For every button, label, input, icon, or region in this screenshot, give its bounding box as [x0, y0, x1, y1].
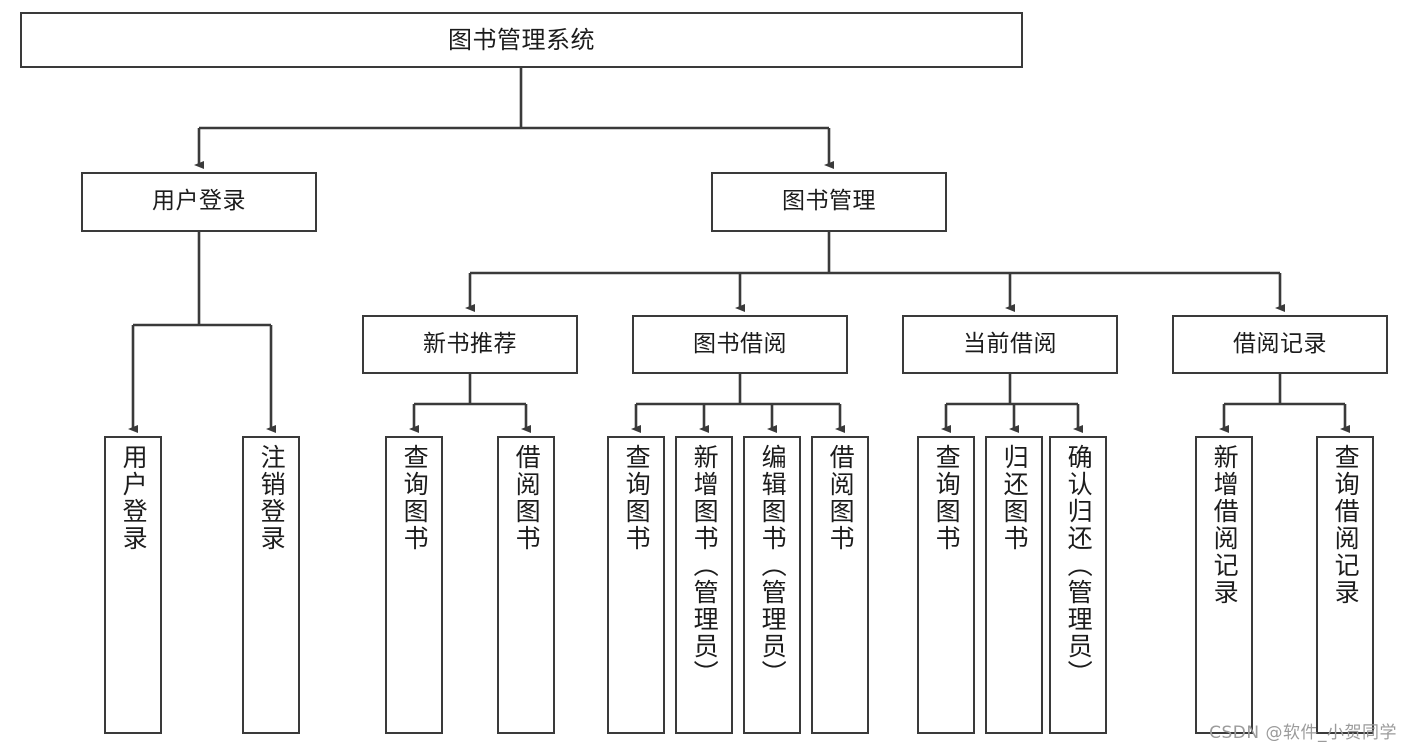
node-label: 查询图书: [932, 444, 962, 552]
node-label: 图书管理: [782, 188, 876, 215]
node-label: 新增图书（管理员）: [690, 444, 720, 687]
leaf-borrow-query-book[interactable]: 查询图书: [607, 436, 665, 734]
watermark-credit: CSDN @软件_小贺同学: [1209, 723, 1397, 743]
node-label: 借阅图书: [512, 444, 542, 552]
node-borrow-record[interactable]: 借阅记录: [1172, 315, 1388, 374]
node-label: 借阅记录: [1233, 330, 1327, 357]
node-label: 用户登录: [152, 188, 246, 215]
node-book-management[interactable]: 图书管理: [711, 172, 947, 232]
leaf-current-confirm-return[interactable]: 确认归还（管理员）: [1049, 436, 1107, 734]
node-label: 编辑图书（管理员）: [758, 444, 788, 687]
node-label: 查询借阅记录: [1331, 444, 1361, 606]
node-user-login[interactable]: 用户登录: [81, 172, 317, 232]
leaf-record-query-record[interactable]: 查询借阅记录: [1316, 436, 1374, 734]
node-label: 查询图书: [622, 444, 652, 552]
node-label: 图书管理系统: [448, 25, 595, 54]
node-book-borrow[interactable]: 图书借阅: [632, 315, 848, 374]
leaf-newbook-query-book[interactable]: 查询图书: [385, 436, 443, 734]
leaf-borrow-borrow-book[interactable]: 借阅图书: [811, 436, 869, 734]
node-label: 确认归还（管理员）: [1064, 444, 1094, 687]
node-label: 用户登录: [119, 444, 149, 552]
leaf-record-add-record[interactable]: 新增借阅记录: [1195, 436, 1253, 734]
leaf-borrow-add-book[interactable]: 新增图书（管理员）: [675, 436, 733, 734]
leaf-newbook-borrow-book[interactable]: 借阅图书: [497, 436, 555, 734]
node-label: 查询图书: [400, 444, 430, 552]
node-label: 注销登录: [257, 444, 287, 552]
node-label: 当前借阅: [963, 330, 1057, 357]
node-label: 归还图书: [1000, 444, 1030, 552]
node-new-book-recommend[interactable]: 新书推荐: [362, 315, 578, 374]
node-label: 新增借阅记录: [1210, 444, 1240, 606]
node-label: 借阅图书: [826, 444, 856, 552]
leaf-borrow-edit-book[interactable]: 编辑图书（管理员）: [743, 436, 801, 734]
leaf-current-query-book[interactable]: 查询图书: [917, 436, 975, 734]
node-root-system[interactable]: 图书管理系统: [20, 12, 1023, 68]
node-label: 图书借阅: [693, 330, 787, 357]
node-current-borrow[interactable]: 当前借阅: [902, 315, 1118, 374]
node-label: 新书推荐: [423, 330, 517, 357]
leaf-current-return-book[interactable]: 归还图书: [985, 436, 1043, 734]
leaf-user-login[interactable]: 用户登录: [104, 436, 162, 734]
leaf-user-logout[interactable]: 注销登录: [242, 436, 300, 734]
